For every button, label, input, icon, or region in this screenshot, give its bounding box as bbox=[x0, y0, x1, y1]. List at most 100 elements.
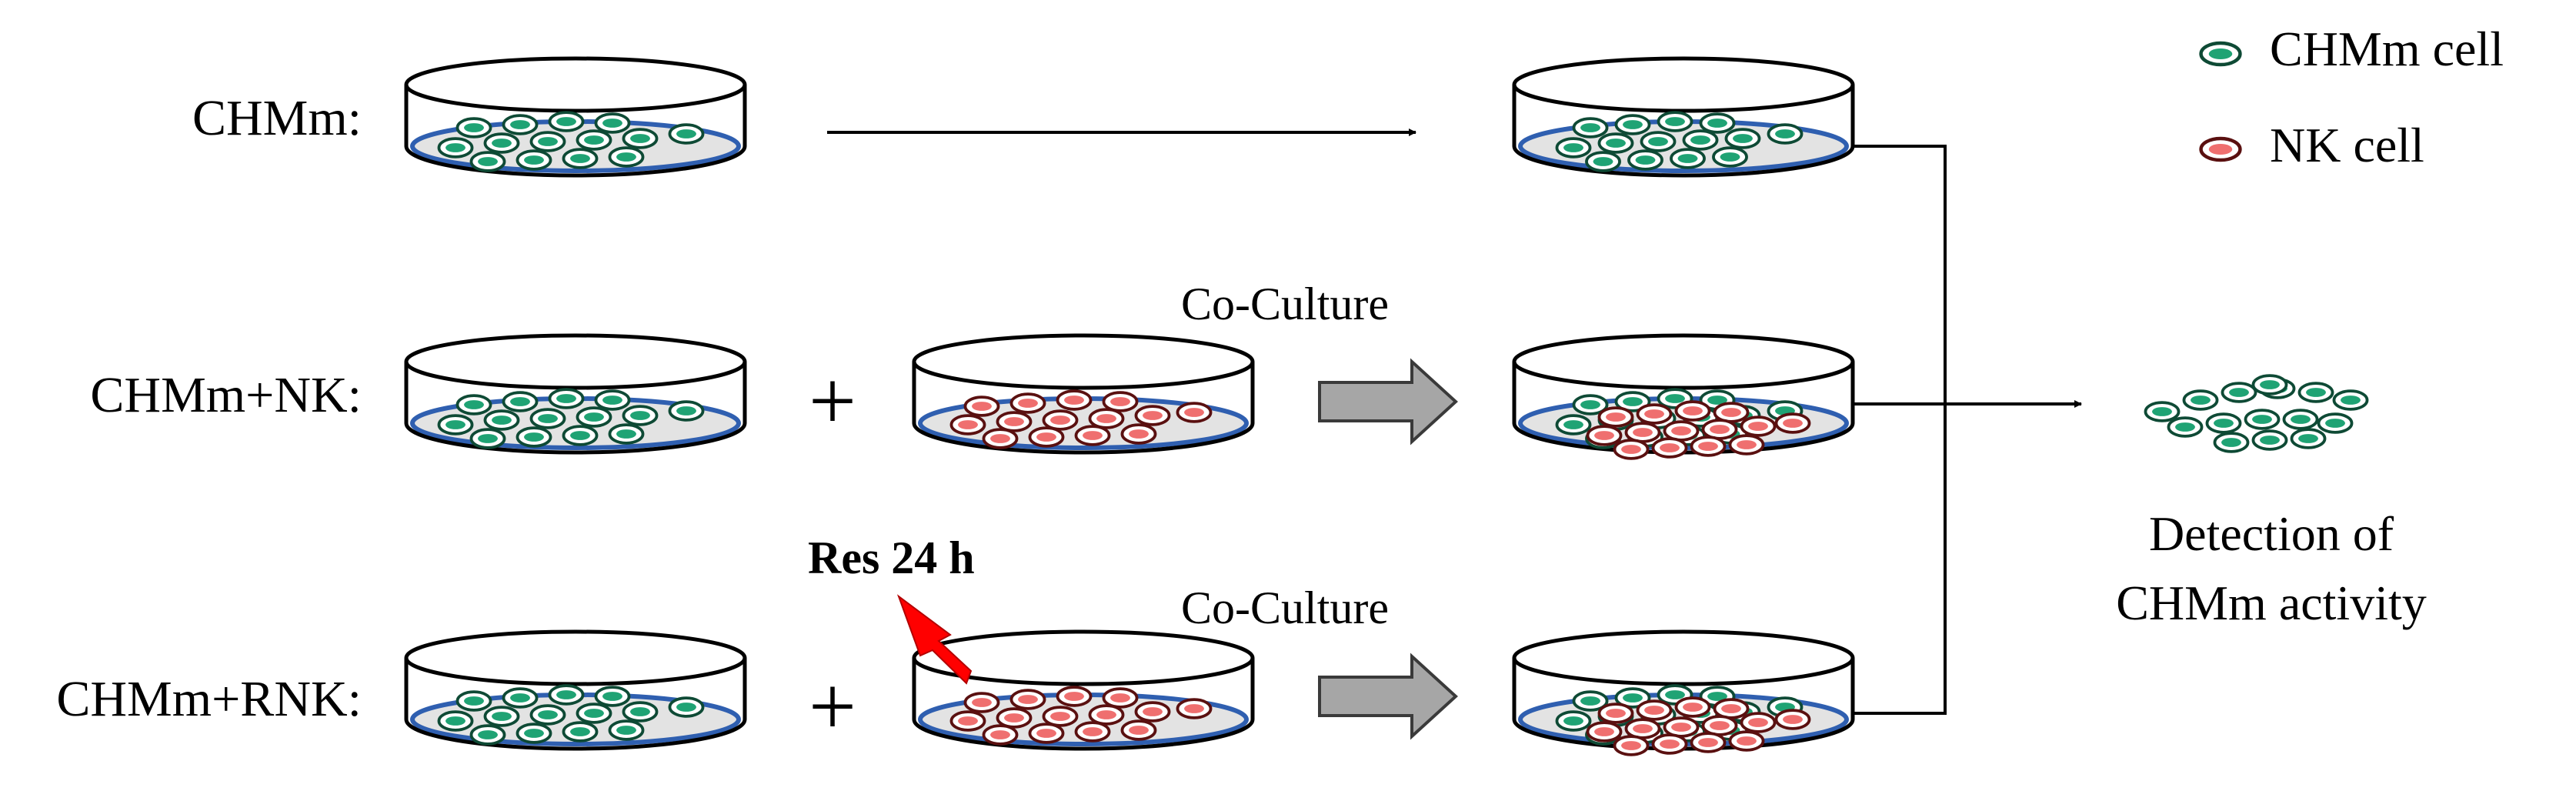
chmm-cell bbox=[622, 128, 659, 149]
nk-cell bbox=[1774, 412, 1811, 434]
chmm-cell bbox=[562, 148, 599, 169]
row-label-chmm-rnk: CHMm+RNK: bbox=[56, 671, 362, 727]
nk-cell bbox=[1597, 406, 1634, 428]
nk-cell bbox=[1009, 392, 1046, 414]
legend-nk-cell-icon bbox=[2201, 139, 2241, 160]
chmm-cell bbox=[576, 406, 612, 428]
nk-cell bbox=[1074, 721, 1111, 743]
chmm-cell bbox=[502, 687, 539, 709]
chmm-cell bbox=[455, 394, 492, 416]
nk-cell bbox=[1586, 425, 1623, 446]
petri-dish-chmm-row2 bbox=[404, 333, 747, 455]
chmm-cell bbox=[548, 388, 585, 409]
nk-cell bbox=[1088, 704, 1125, 726]
chmm-cell bbox=[455, 117, 492, 139]
result-chmm-cell bbox=[2317, 412, 2354, 434]
nk-cell bbox=[1636, 403, 1673, 425]
nk-cell bbox=[1028, 426, 1065, 448]
chmm-cell bbox=[437, 414, 474, 436]
legend-chmm-label: CHMm cell bbox=[2270, 22, 2504, 76]
chmm-cell bbox=[516, 426, 552, 448]
chmm-cell bbox=[1640, 131, 1677, 152]
chmm-cell bbox=[469, 151, 506, 172]
result-chmm-cell bbox=[2213, 432, 2250, 453]
result-chmm-cell bbox=[2332, 389, 2369, 411]
result-chmm-cell bbox=[2182, 389, 2219, 411]
chmm-cell bbox=[594, 686, 631, 707]
nk-cell bbox=[1102, 391, 1139, 412]
chmm-cell bbox=[455, 690, 492, 712]
result-cell-cluster bbox=[2144, 374, 2369, 453]
chmm-cell bbox=[1585, 151, 1621, 172]
nk-cell bbox=[1134, 405, 1171, 426]
chmm-cell bbox=[594, 389, 631, 411]
chmm-cell bbox=[668, 400, 705, 422]
chmm-cell bbox=[562, 425, 599, 446]
chmm-cell bbox=[1682, 129, 1719, 151]
chmm-cell bbox=[1614, 114, 1651, 135]
nk-cell bbox=[949, 414, 986, 436]
chmm-cell bbox=[608, 719, 645, 741]
chmm-cell bbox=[483, 409, 520, 431]
chmm-cell bbox=[469, 428, 506, 449]
nk-cell bbox=[1042, 409, 1079, 431]
result-chmm-cell bbox=[2144, 401, 2181, 422]
nk-cell bbox=[1009, 689, 1046, 710]
nk-cell bbox=[1740, 712, 1777, 733]
chmm-cell bbox=[548, 684, 585, 706]
lightning-bolt-icon bbox=[896, 594, 973, 685]
chmm-cell bbox=[1555, 710, 1592, 732]
petri-dish-result-row1 bbox=[1512, 56, 1855, 178]
plus-sign-row3: + bbox=[809, 659, 856, 753]
nk-cell bbox=[1651, 437, 1688, 459]
nk-cell bbox=[963, 692, 1000, 713]
legend-chmm-cell-icon bbox=[2201, 43, 2241, 65]
nk-cell bbox=[1176, 698, 1213, 719]
nk-cell bbox=[1690, 436, 1727, 457]
chmm-cell bbox=[1712, 146, 1748, 168]
block-arrow-row3 bbox=[1318, 652, 1458, 740]
chmm-cell bbox=[1627, 149, 1663, 171]
chmm-cell bbox=[502, 114, 539, 135]
petri-dish-chmm-row3 bbox=[404, 629, 747, 751]
row-label-chmm-nk: CHMm+NK: bbox=[90, 367, 362, 423]
chmm-cell bbox=[1572, 117, 1609, 139]
row-label-chmm: CHMm: bbox=[192, 90, 362, 146]
nk-cell bbox=[1613, 439, 1650, 460]
chmm-cell bbox=[668, 123, 705, 145]
nk-cell bbox=[1740, 416, 1777, 437]
chmm-cell bbox=[1597, 132, 1634, 154]
chmm-cell bbox=[502, 391, 539, 412]
chmm-cell bbox=[1555, 137, 1592, 159]
chmm-cell bbox=[516, 149, 552, 171]
chmm-cell bbox=[437, 710, 474, 732]
chmm-cell bbox=[1699, 112, 1736, 134]
result-label-line2: CHMm activity bbox=[2116, 576, 2427, 630]
chmm-cell bbox=[576, 703, 612, 724]
nk-cell bbox=[1074, 425, 1111, 446]
nk-cell bbox=[1586, 721, 1623, 743]
chmm-cell bbox=[529, 408, 566, 429]
result-chmm-cell bbox=[2244, 409, 2281, 430]
nk-cell bbox=[1674, 400, 1711, 422]
chmm-cell bbox=[516, 723, 552, 744]
nk-cell bbox=[1597, 703, 1634, 724]
chmm-cell bbox=[1670, 148, 1706, 169]
block-arrow-row2 bbox=[1318, 358, 1458, 446]
nk-cell bbox=[1674, 696, 1711, 718]
nk-cell bbox=[1134, 701, 1171, 723]
nk-cell bbox=[1088, 408, 1125, 429]
nk-cell bbox=[982, 724, 1019, 746]
nk-cell bbox=[963, 395, 1000, 417]
nk-cell bbox=[1613, 735, 1650, 756]
plus-sign-row2: + bbox=[809, 354, 856, 448]
result-label-line1: Detection of bbox=[2149, 506, 2394, 561]
chmm-cell bbox=[622, 405, 659, 426]
petri-dish-coculture-row2 bbox=[1512, 333, 1855, 460]
legend-nk-label: NK cell bbox=[2270, 118, 2424, 172]
chmm-cell bbox=[548, 111, 585, 132]
petri-dish-chmm-row1 bbox=[404, 56, 747, 178]
nk-cell bbox=[1651, 733, 1688, 755]
result-chmm-cell bbox=[2251, 374, 2288, 395]
